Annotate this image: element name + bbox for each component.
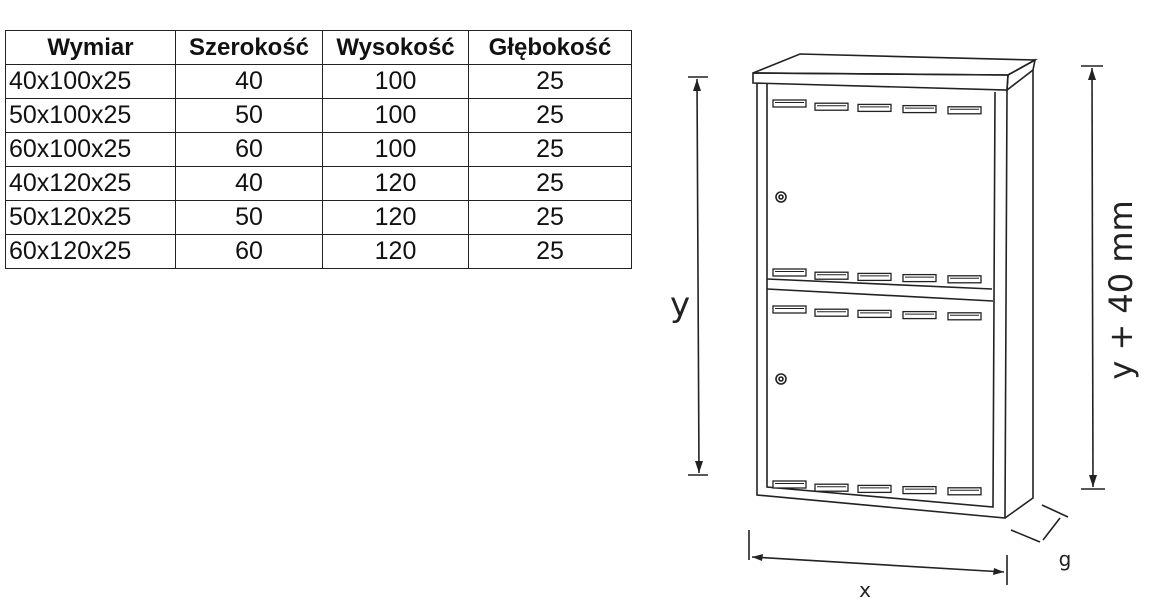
table-cell: 60x100x25 [5, 132, 176, 167]
table-cell: 60x120x25 [5, 234, 176, 269]
door-lock-top [775, 191, 787, 203]
table-cell: 60 [175, 234, 323, 269]
vent-slot [814, 102, 849, 111]
vent-slots [772, 99, 982, 496]
vent-slot [947, 487, 982, 496]
vent-slot [947, 275, 982, 284]
cabinet-roof [752, 53, 1038, 92]
width-label: x [859, 578, 871, 602]
vent-slot [814, 483, 849, 492]
depth-dimension: g [1010, 504, 1072, 571]
height-dimension: y [670, 76, 708, 476]
vent-slot [772, 99, 807, 108]
table-cell: 120 [322, 200, 469, 235]
table-cell: 50x100x25 [5, 98, 176, 133]
table-cell: 25 [468, 166, 632, 201]
cabinet-body [756, 70, 1034, 519]
total-height-label: y + 40 mm [1102, 200, 1140, 379]
vent-slot [857, 103, 892, 113]
door-lock-bottom [775, 373, 787, 385]
vent-slot [947, 106, 982, 115]
table-cell: 25 [468, 200, 632, 235]
vent-slot [857, 309, 892, 319]
table-cell: 40 [175, 166, 323, 201]
vent-slot [814, 271, 849, 280]
depth-label: g [1059, 547, 1072, 571]
table-cell: 50 [175, 200, 323, 235]
total-height-dimension: y + 40 mm [1081, 65, 1140, 490]
table-cell: 40 [175, 64, 323, 99]
table-cell: 50x120x25 [5, 200, 176, 235]
height-label: y [670, 285, 690, 325]
table-cell: 50 [175, 98, 323, 133]
table-cell: 25 [468, 98, 632, 133]
vent-slot [947, 312, 982, 321]
vent-slot [857, 484, 892, 494]
table-cell: 100 [322, 98, 469, 133]
vent-slot [902, 104, 937, 114]
header-cell: Wysokość [322, 30, 469, 65]
vent-slot [902, 310, 937, 320]
header-cell: Wymiar [5, 30, 176, 65]
table-cell: 25 [468, 234, 632, 269]
vent-slot [772, 305, 807, 314]
vent-slot [772, 268, 807, 277]
header-cell: Szerokość [175, 30, 323, 65]
width-dimension: x [748, 530, 1008, 602]
vent-slot [772, 480, 807, 489]
table-cell: 40x120x25 [5, 166, 176, 201]
table-cell: 120 [322, 234, 469, 269]
vent-slot [902, 273, 937, 283]
vent-slot [814, 308, 849, 317]
vent-slot [902, 485, 937, 495]
vent-slot [857, 272, 892, 282]
dimensions-table: Wymiar Szerokość Wysokość Głębokość 40x1… [5, 30, 632, 269]
